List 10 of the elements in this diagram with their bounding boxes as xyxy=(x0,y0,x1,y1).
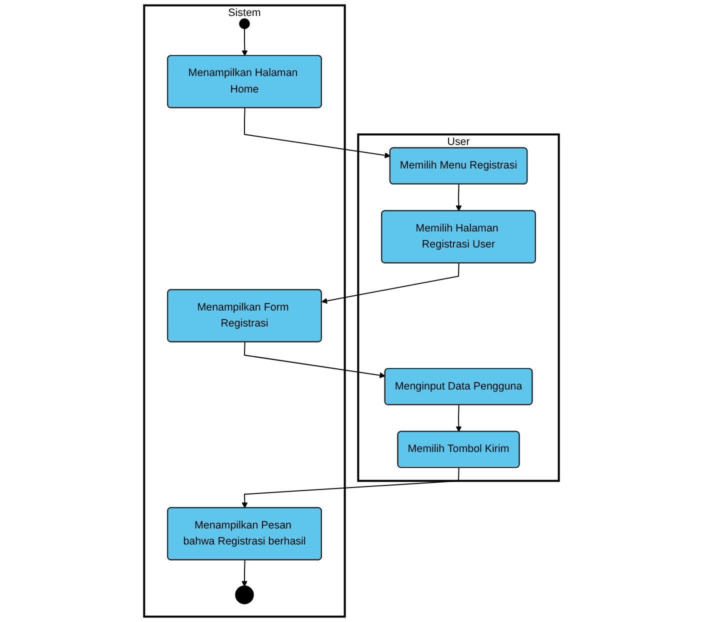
arrow xyxy=(242,560,248,587)
arrow xyxy=(244,108,390,158)
arrow xyxy=(456,184,462,212)
arrow xyxy=(456,404,462,432)
node-bullseye xyxy=(235,586,254,604)
arrow xyxy=(244,342,386,378)
arrow xyxy=(242,468,460,508)
node-circle xyxy=(239,18,250,30)
arrow xyxy=(242,28,248,56)
arrow xyxy=(321,263,460,304)
